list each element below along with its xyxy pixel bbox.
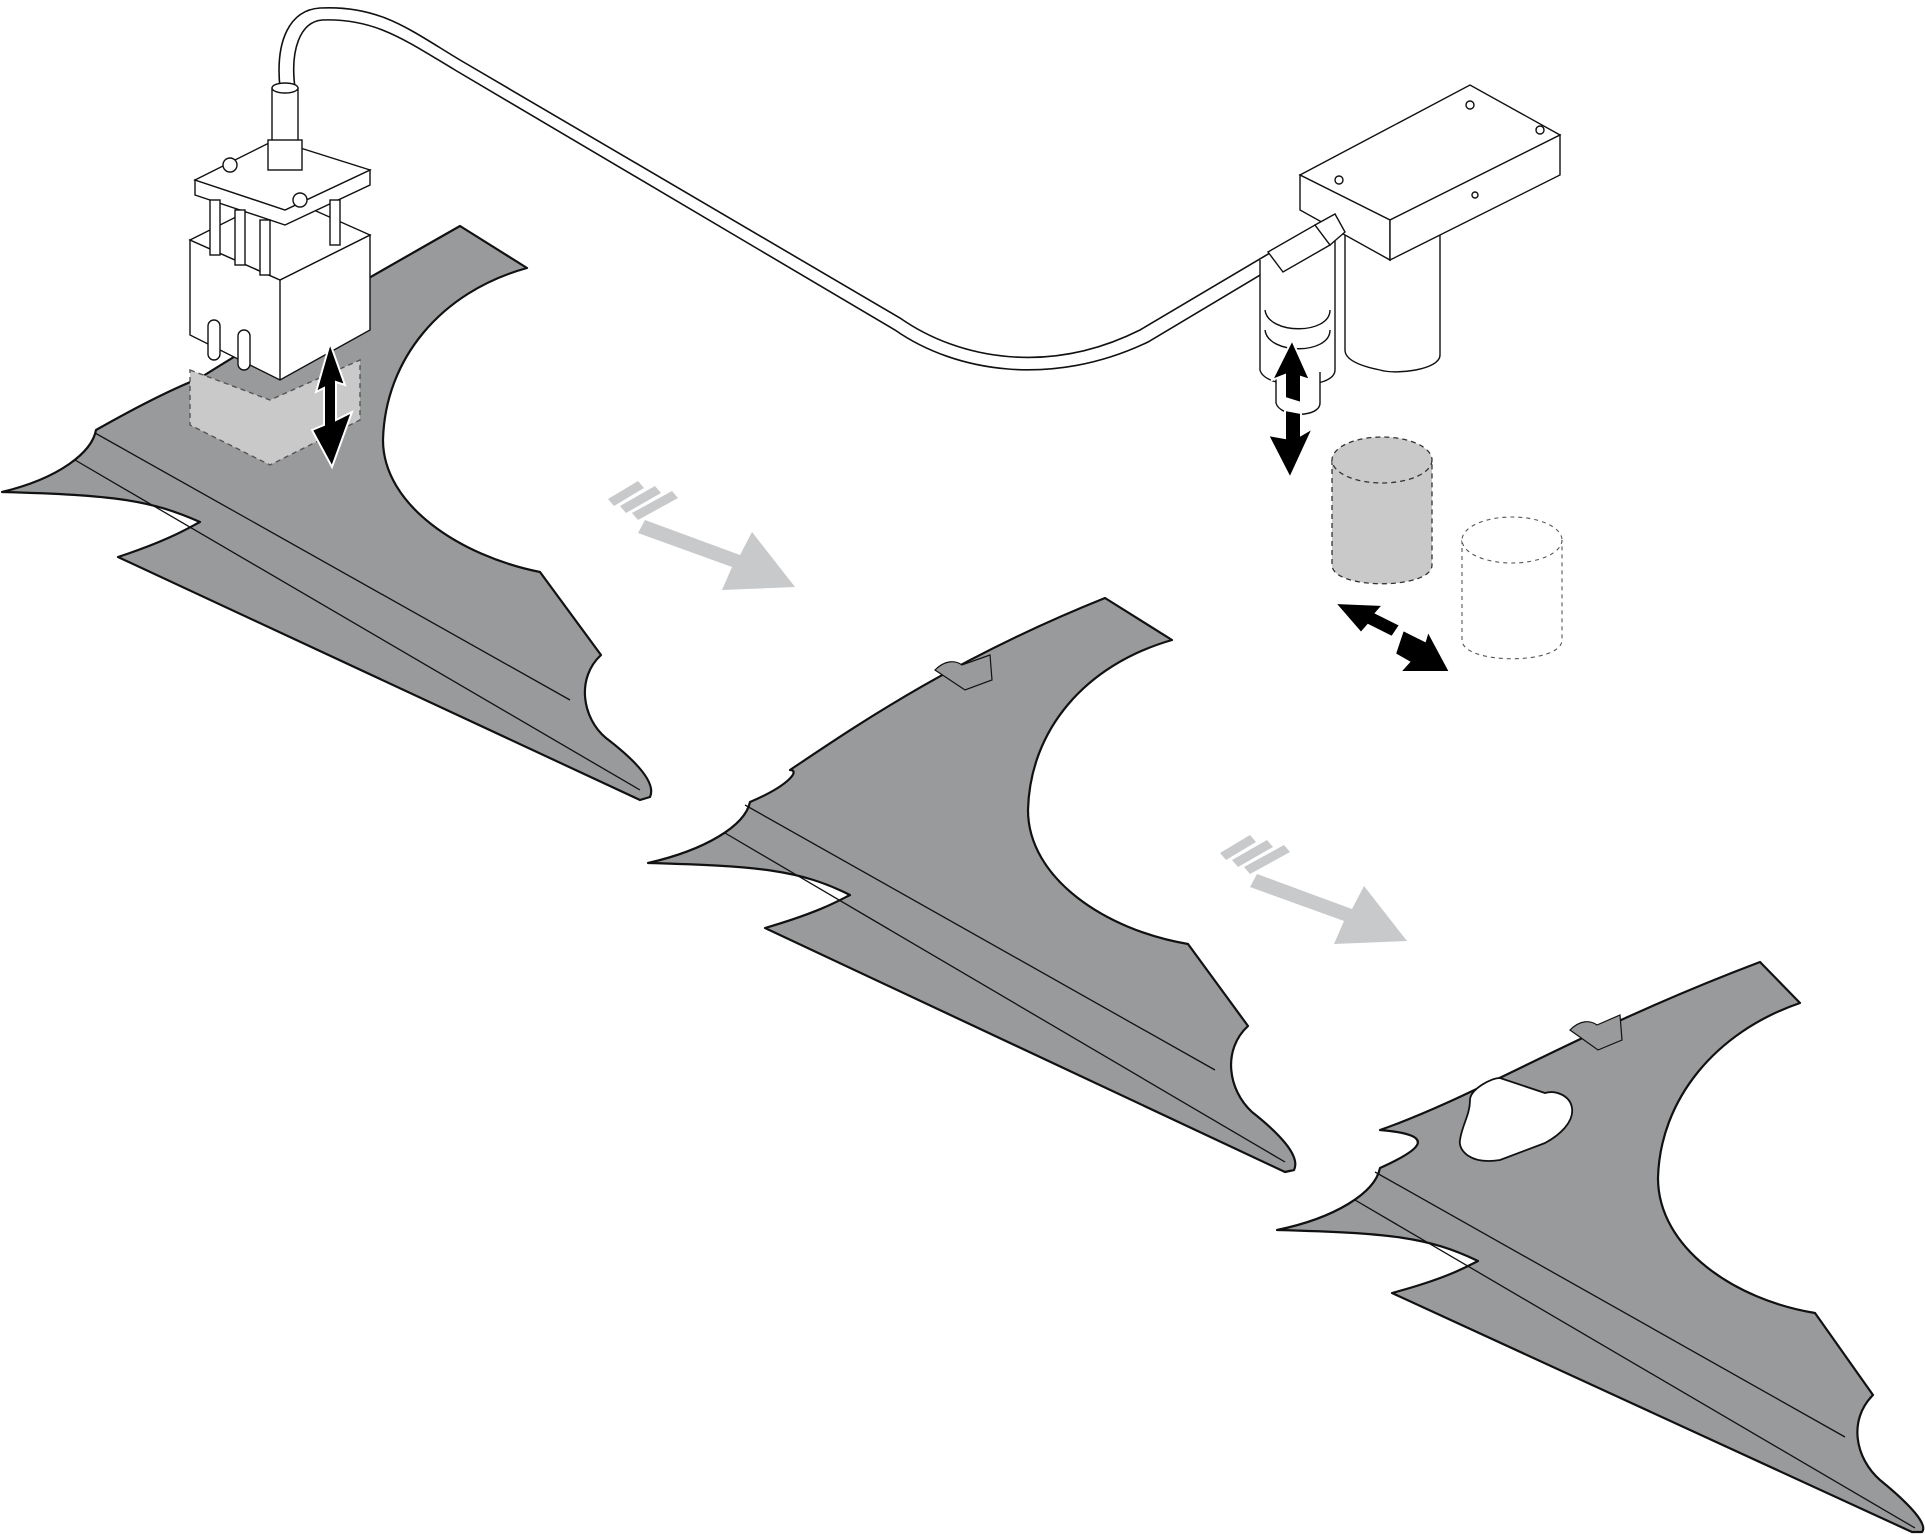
vertical-motion-arrow-icon xyxy=(310,339,354,470)
panel-stage-2 xyxy=(646,596,1297,1174)
panel-stage-3 xyxy=(1275,960,1925,1534)
panel-stage-1 xyxy=(0,224,653,802)
hydraulic-cylinder-icon xyxy=(1259,84,1562,415)
die-ghost-filled xyxy=(1331,436,1433,585)
die-ghost-outline xyxy=(1461,516,1563,660)
horizontal-motion-arrow-icon xyxy=(1332,601,1452,673)
process-flow-arrow-icon xyxy=(608,481,795,590)
hydraulic-hose-icon xyxy=(278,6,1283,371)
vertical-motion-arrow-icon xyxy=(1266,337,1316,481)
process-flow-arrow-icon xyxy=(1220,835,1407,944)
notch-mark xyxy=(1569,1014,1623,1051)
notch-mark xyxy=(934,654,993,691)
oblong-hole xyxy=(1459,1077,1573,1162)
punch-head-icon xyxy=(188,82,372,466)
